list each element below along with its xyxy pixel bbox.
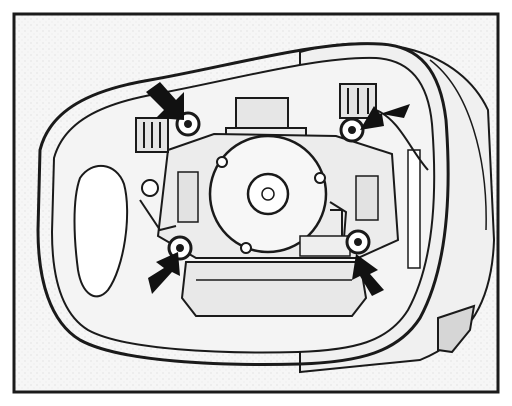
retaining-screws <box>167 111 371 261</box>
arrow-upper-right <box>360 104 410 130</box>
upper-right-connector <box>339 83 429 171</box>
upper-left-clip <box>135 117 169 153</box>
right-slot <box>407 149 421 269</box>
housing-contour <box>429 59 487 231</box>
mirror-rim-outer <box>36 42 450 366</box>
arrow-lower-left <box>148 252 180 294</box>
side-tabs <box>139 171 379 243</box>
left-cutout <box>73 164 129 298</box>
side-reflector <box>437 304 476 354</box>
bottom-block <box>180 209 368 317</box>
arrow-lower-right <box>352 254 384 296</box>
pointer-arrows <box>146 82 410 296</box>
small-screws <box>141 156 326 254</box>
arrow-upper-left <box>146 82 184 120</box>
adjuster-motor <box>208 134 328 254</box>
